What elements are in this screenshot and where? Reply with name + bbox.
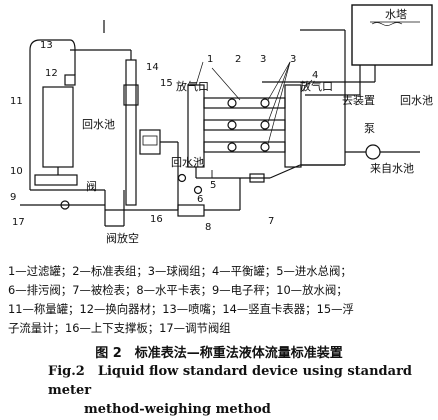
balance-tank bbox=[284, 84, 302, 168]
label-to-device: 去装置 bbox=[342, 94, 375, 107]
part-number-7: 7 bbox=[268, 216, 274, 227]
part-number-2: 2 bbox=[235, 54, 241, 65]
part-number-11: 11 bbox=[10, 96, 23, 107]
part-number-6: 6 bbox=[197, 194, 203, 205]
caption-english: Fig.2 Liquid flow standard device using … bbox=[48, 362, 438, 419]
label-from-pool: 来自水池 bbox=[370, 162, 414, 175]
legend-line-4: 子流量计；16—上下支撑板；17—调节阀组 bbox=[8, 321, 231, 335]
part-number-8: 8 bbox=[205, 222, 211, 233]
part-number-13: 13 bbox=[40, 40, 53, 51]
part-number-3b: 3 bbox=[290, 54, 296, 65]
ball-valve-icon bbox=[260, 98, 270, 108]
ball-valve-icon bbox=[227, 120, 237, 130]
filter-tank bbox=[187, 84, 205, 168]
label-valve-vent: 阀放空 bbox=[106, 231, 139, 245]
part-number-4: 4 bbox=[312, 70, 318, 81]
label-return-pool-right: 回水池 bbox=[400, 94, 433, 107]
part-number-12: 12 bbox=[45, 68, 58, 79]
ball-valve-icon bbox=[227, 98, 237, 108]
water-tower bbox=[351, 4, 433, 66]
label-pump: 泵 bbox=[364, 122, 375, 135]
ball-valve-icon bbox=[260, 120, 270, 130]
part-number-14: 14 bbox=[146, 62, 159, 73]
part-number-9: 9 bbox=[10, 192, 16, 203]
meter-under-test bbox=[249, 173, 265, 183]
legend-line-3: 11—称量罐；12—换向器材；13—喷嘴；14—竖直卡表器；15—浮 bbox=[8, 302, 354, 316]
part-number-16: 16 bbox=[150, 214, 163, 225]
pump-icon bbox=[365, 144, 381, 160]
part-number-10: 10 bbox=[10, 166, 23, 177]
vertical-clamp-meter bbox=[125, 59, 137, 206]
part-number-1: 1 bbox=[207, 54, 213, 65]
legend-line-1: 1—过滤罐；2—标准表组；3—球阀组；4—平衡罐；5—进水总阀； bbox=[8, 264, 352, 278]
horizontal-clamp-meter bbox=[177, 204, 205, 217]
caption-english-line-2: method-weighing method bbox=[84, 402, 271, 417]
weighing-tank bbox=[42, 86, 74, 168]
label-valve: 阀 bbox=[86, 179, 97, 193]
ball-valve-icon bbox=[260, 142, 270, 152]
part-number-17: 17 bbox=[12, 217, 25, 228]
flow-device-diagram: 水塔 去装置 回水池 泵 来自水池 回水池 阀 阀放空 放气口 放气口 回水池 … bbox=[10, 4, 433, 245]
electronic-scale bbox=[34, 174, 78, 186]
valve-icon bbox=[193, 185, 203, 195]
label-return-pool-left: 回水池 bbox=[82, 118, 115, 131]
caption-english-line-1: Fig.2 Liquid flow standard device using … bbox=[48, 364, 413, 398]
valve-icon bbox=[177, 173, 187, 183]
ball-valve-icon bbox=[227, 142, 237, 152]
label-return-pool-mid: 回水池 bbox=[171, 156, 204, 169]
label-vent-left: 放气口 bbox=[176, 79, 209, 93]
part-number-3a: 3 bbox=[260, 54, 266, 65]
legend: 1—过滤罐；2—标准表组；3—球阀组；4—平衡罐；5—进水总阀； 6—排污阀；7… bbox=[8, 262, 433, 338]
legend-line-2: 6—排污阀；7—被检表；8—水平卡表；9—电子秤；10—放水阀； bbox=[8, 283, 348, 297]
caption-chinese: 图 2 标准表法—称重法液体流量标准装置 bbox=[95, 346, 343, 361]
label-water-tower: 水塔 bbox=[385, 8, 407, 21]
part-number-15: 15 bbox=[160, 78, 173, 89]
label-vent-right: 放气口 bbox=[300, 79, 333, 93]
part-number-5: 5 bbox=[210, 180, 216, 191]
